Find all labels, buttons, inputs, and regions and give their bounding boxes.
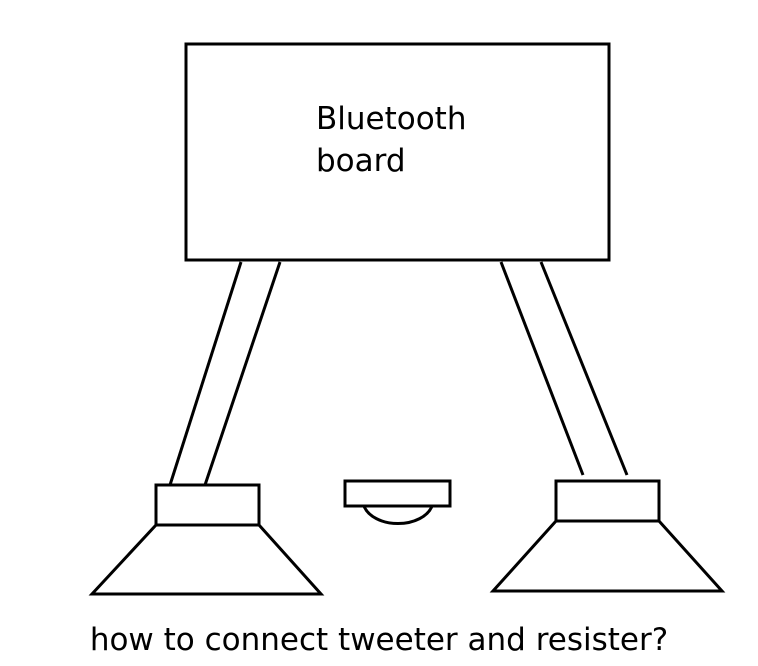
- right-wire-outer: [539, 261, 629, 476]
- bluetooth-board-label: Bluetooth board: [316, 98, 467, 182]
- bluetooth-board-box: [184, 42, 611, 262]
- tweeter-dome: [362, 505, 434, 525]
- right-speaker-cone: [489, 519, 726, 593]
- right-speaker: [489, 479, 726, 593]
- left-speaker-magnet: [154, 483, 261, 527]
- tweeter: [343, 479, 452, 525]
- board-label-line1: Bluetooth: [316, 101, 467, 137]
- right-wire-inner: [499, 261, 585, 476]
- tweeter-body: [343, 479, 452, 508]
- left-wire-inner: [203, 261, 282, 486]
- caption-question: how to connect tweeter and resister?: [89, 622, 669, 658]
- board-label-line2: board: [316, 143, 406, 179]
- left-speaker: [88, 483, 325, 596]
- left-speaker-cone: [88, 523, 325, 596]
- left-wire-pair: [168, 261, 282, 486]
- left-wire-outer: [168, 261, 243, 486]
- right-wire-pair: [499, 261, 629, 476]
- right-speaker-magnet: [554, 479, 661, 523]
